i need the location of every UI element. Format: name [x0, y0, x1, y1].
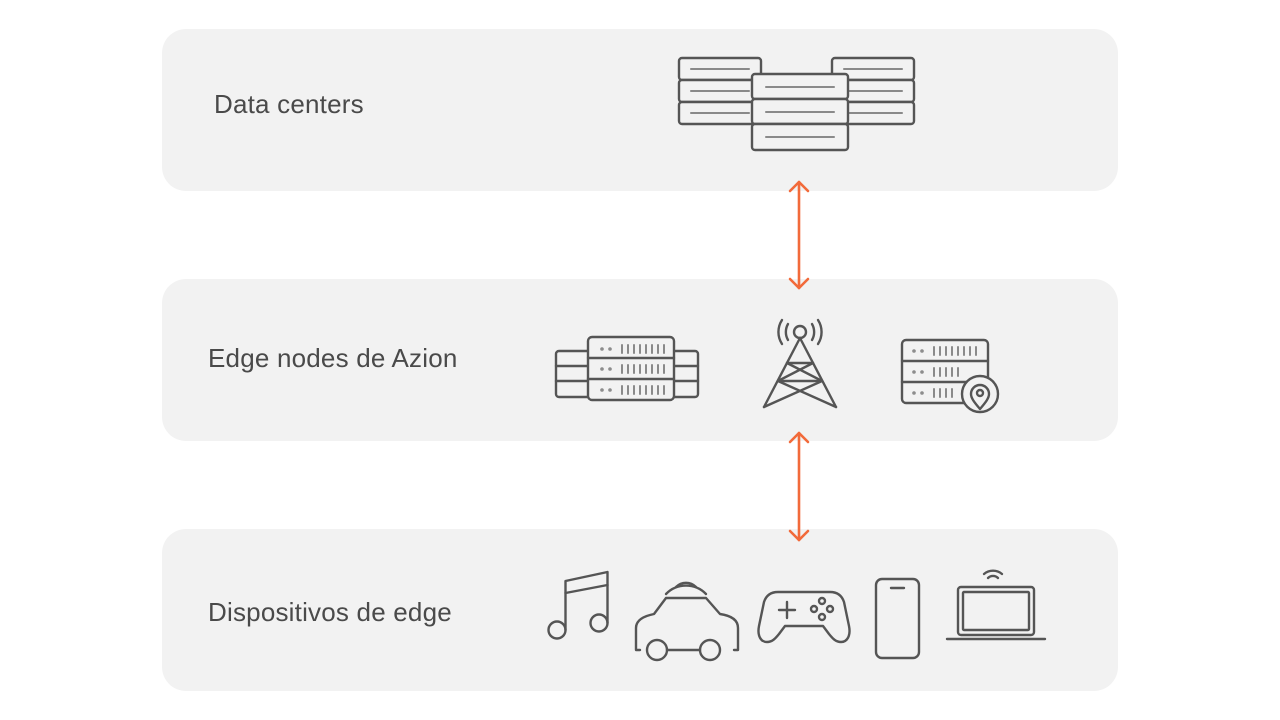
- edge-nodes-panel: Edge nodes de Azion: [162, 279, 1118, 441]
- data-centers-label: Data centers: [214, 89, 364, 119]
- bidirectional-arrow-icon: [788, 180, 810, 290]
- edge-devices-label: Dispositivos de edge: [208, 597, 452, 627]
- edge-nodes-label: Edge nodes de Azion: [208, 343, 458, 373]
- data-centers-panel: Data centers: [162, 29, 1118, 191]
- bidirectional-arrow-icon: [788, 431, 810, 542]
- edge-devices-panel: Dispositivos de edge: [162, 529, 1118, 691]
